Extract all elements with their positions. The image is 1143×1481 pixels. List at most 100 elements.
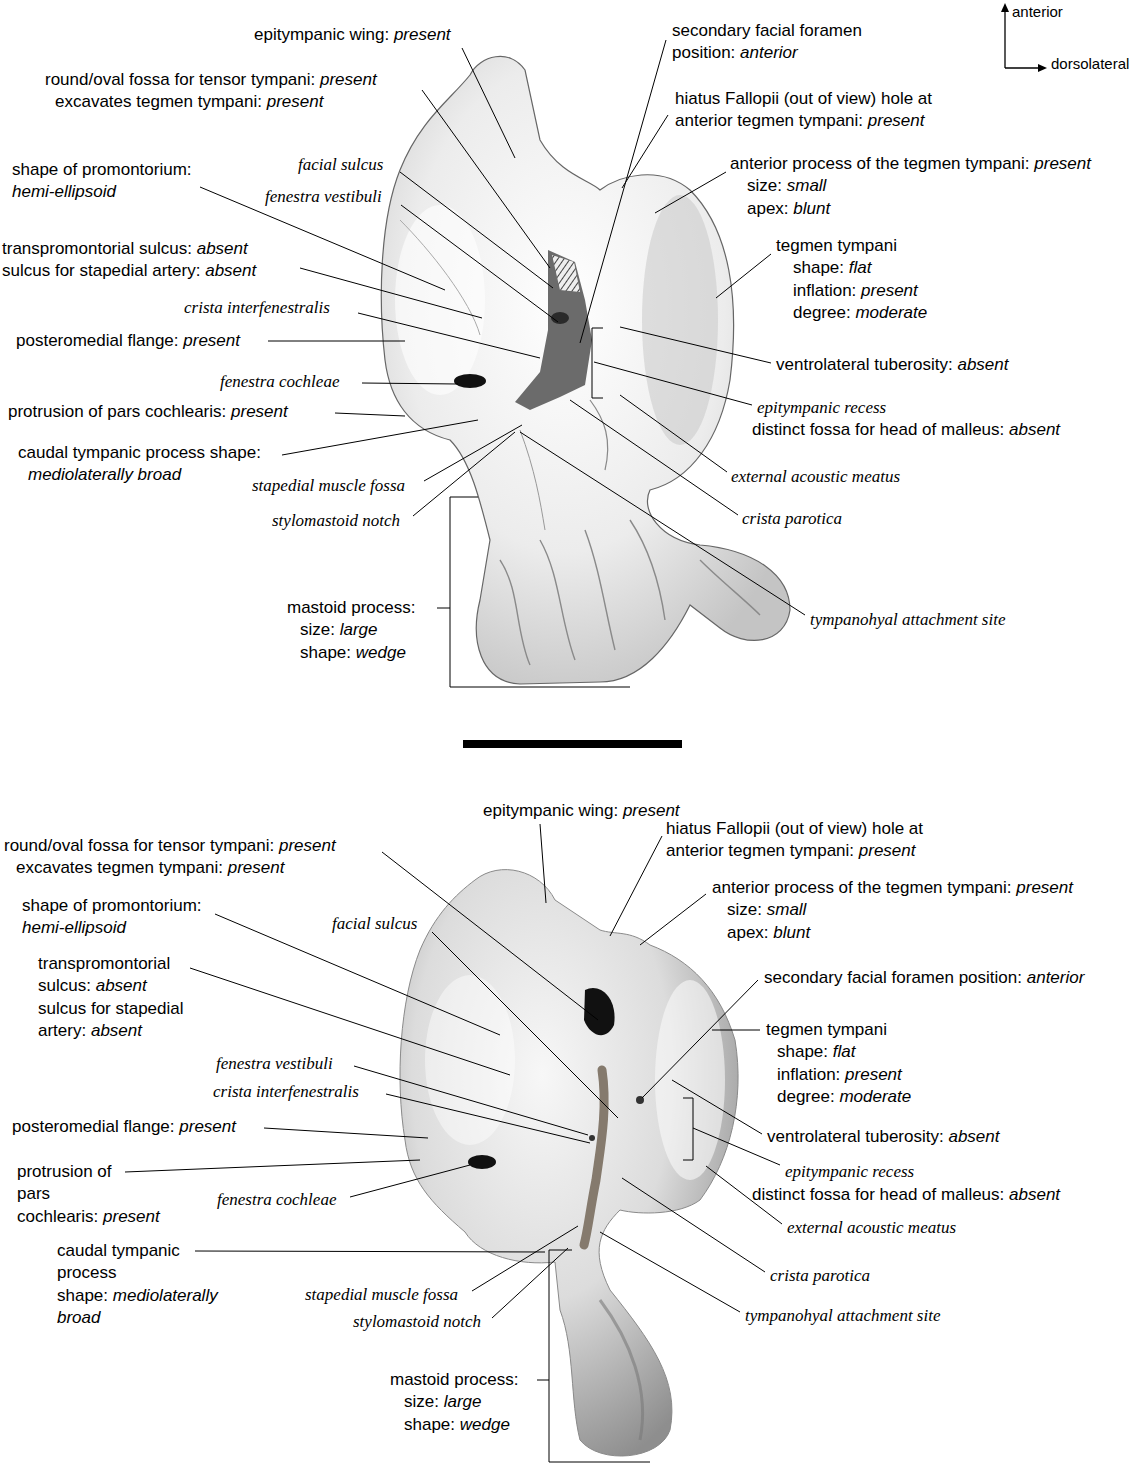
leader-line	[580, 40, 666, 343]
character-state: present	[320, 70, 377, 89]
character-state: wedge	[460, 1415, 510, 1434]
character-state: present	[1016, 878, 1073, 897]
label-line: crista parotica	[770, 1265, 870, 1288]
character-state: small	[787, 176, 827, 195]
character-state: absent	[1009, 420, 1060, 439]
arrow-head	[1001, 3, 1009, 12]
label-group: fenestra vestibuli	[216, 1053, 333, 1076]
character-name: round/oval fossa for tensor tympani:	[4, 836, 274, 855]
structure-name: facial sulcus	[332, 914, 417, 933]
arrow-head	[1038, 64, 1047, 72]
label-line: size:large	[287, 619, 416, 642]
structure-name: crista parotica	[742, 509, 842, 528]
leader-line	[401, 205, 558, 322]
leader-line	[450, 497, 630, 687]
label-group: mastoid process:size:largeshape:wedge	[287, 597, 416, 665]
leader-line	[655, 172, 726, 213]
label-group: dorsolateral	[1051, 54, 1129, 74]
leader-line	[712, 1030, 760, 1031]
character-name: mastoid process:	[287, 598, 416, 617]
leader-line	[335, 413, 405, 416]
character-name: mastoid process:	[390, 1370, 519, 1389]
fenestra-cochleae	[468, 1155, 496, 1169]
label-line: ventrolateral tuberosity:absent	[767, 1126, 1000, 1149]
character-name: ventrolateral tuberosity:	[767, 1127, 944, 1146]
leader-line	[422, 90, 550, 268]
label-group: fenestra cochleae	[220, 371, 339, 394]
character-name: round/oval fossa for tensor tympani:	[45, 70, 315, 89]
label-group: fenestra vestibuli	[265, 186, 382, 209]
label-line: distinct fossa for head of malleus:absen…	[752, 1184, 1060, 1207]
structure-name: fenestra cochleae	[220, 372, 339, 391]
leader-line	[400, 172, 553, 288]
label-line: external acoustic meatus	[731, 466, 900, 489]
arrow-line	[1005, 67, 1040, 68]
character-name: shape of promontorium:	[12, 160, 192, 179]
mastoid-ridges	[500, 520, 760, 665]
label-group: tympanohyal attachment site	[810, 609, 1005, 632]
character-name: secondary facial foramen position:	[764, 968, 1022, 987]
character-state: present	[868, 111, 925, 130]
character-name: apex:	[747, 199, 789, 218]
label-group: epitympanic recess	[785, 1161, 914, 1184]
leader-line	[540, 824, 546, 903]
label-group: protrusion of pars cochlearis:present	[17, 1161, 147, 1229]
label-group: epitympanic wing:present	[254, 24, 451, 47]
label-line: size:small	[712, 899, 1073, 922]
leader-line	[350, 1165, 470, 1197]
shading-line	[590, 400, 608, 470]
character-state: blunt	[793, 199, 830, 218]
label-group: stylomastoid notch	[272, 510, 400, 533]
character-name: anterior process of the tegmen tympani:	[712, 878, 1012, 897]
leader-line	[472, 1226, 578, 1291]
label-group: anterior process of the tegmen tympani:p…	[730, 153, 1091, 221]
label-line: round/oval fossa for tensor tympani: pres…	[4, 835, 336, 858]
structure-name: facial sulcus	[298, 155, 383, 174]
label-group: crista parotica	[770, 1265, 870, 1288]
character-state: present	[279, 836, 336, 855]
label-line: hemi-ellipsoid	[22, 917, 202, 940]
leader-line	[358, 313, 540, 358]
character-state: present	[267, 92, 324, 111]
character-state: small	[767, 900, 807, 919]
label-line: inflation:present	[776, 280, 927, 303]
label-line: fenestra cochleae	[217, 1189, 336, 1212]
label-line: tegmen tympani	[776, 235, 927, 258]
label-line: stylomastoid notch	[353, 1311, 481, 1334]
label-group: protrusion of pars cochlearis:present	[8, 401, 288, 424]
structure-name: fenestra vestibuli	[216, 1054, 333, 1073]
label-line: fenestra vestibuli	[265, 186, 382, 209]
label-group: secondary facial foramen position:anteri…	[764, 967, 1084, 990]
label-line: hiatus Fallopii (out of view) hole at an…	[675, 88, 985, 133]
leader-line	[549, 1250, 650, 1462]
character-state: absent	[1009, 1185, 1060, 1204]
label-group: transpromontorial sulcus:absentsulcus fo…	[2, 238, 256, 283]
leader-line	[382, 852, 598, 1020]
label-line: distinct fossa for head of malleus:absen…	[752, 419, 1060, 442]
character-state: present	[231, 402, 288, 421]
leader-line	[622, 1178, 765, 1272]
character-state: absent	[91, 1021, 142, 1040]
label-group: hiatus Fallopii (out of view) hole at an…	[666, 818, 976, 863]
label-line: facial sulcus	[332, 913, 417, 936]
character-name: dorsolateral	[1051, 55, 1129, 72]
label-group: stylomastoid notch	[353, 1311, 481, 1334]
character-name: excavates tegmen tympani:	[55, 92, 262, 111]
label-line: fenestra vestibuli	[216, 1053, 333, 1076]
character-name: excavates tegmen tympani:	[16, 858, 223, 877]
character-state: absent	[96, 976, 147, 995]
label-line: hiatus Fallopii (out of view) hole at an…	[666, 818, 976, 863]
label-line: protrusion of pars cochlearis:present	[8, 401, 288, 424]
fissure	[584, 1070, 604, 1245]
character-state: present	[103, 1207, 160, 1226]
label-line: tegmen tympani	[766, 1019, 911, 1042]
character-name: size:	[747, 176, 782, 195]
structure-name: fenestra vestibuli	[265, 187, 382, 206]
character-name: inflation:	[793, 281, 856, 300]
label-group: external acoustic meatus	[787, 1217, 956, 1240]
label-group: tympanohyal attachment site	[745, 1305, 940, 1328]
label-line: apex:blunt	[712, 922, 1073, 945]
character-state: present	[623, 801, 680, 820]
character-name: shape:	[404, 1415, 455, 1434]
